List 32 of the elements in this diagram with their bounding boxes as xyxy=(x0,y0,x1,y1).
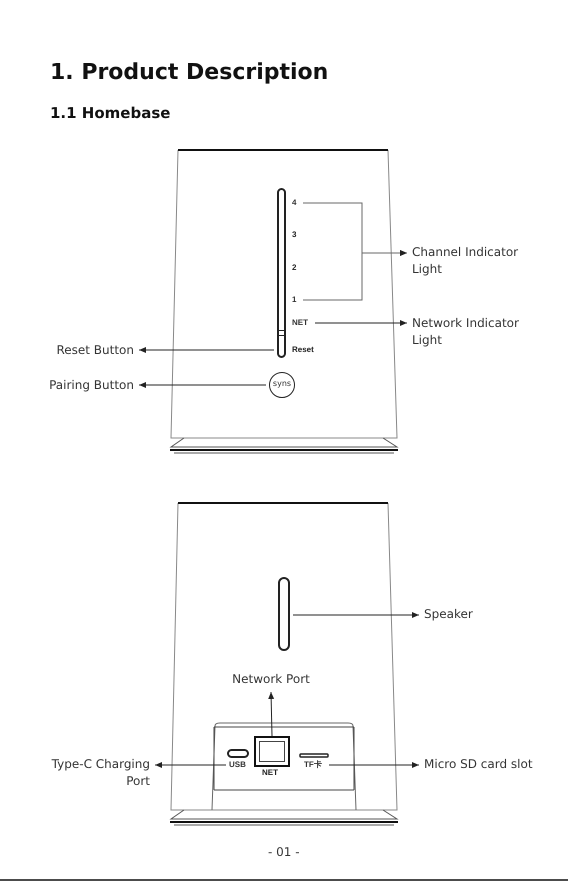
led-number: 1 xyxy=(292,295,300,305)
led-number: 4 xyxy=(292,198,300,208)
callout-label: Pairing Button xyxy=(40,377,134,394)
callout-label: Network Indicator Light xyxy=(412,315,522,351)
port-label: USB xyxy=(229,760,247,770)
arrow xyxy=(292,612,420,618)
speaker-slot xyxy=(278,577,290,651)
light-bar xyxy=(277,188,286,358)
arrow xyxy=(138,347,274,353)
section-heading: 1.1 Homebase xyxy=(50,104,170,122)
led-number: 3 xyxy=(292,230,296,240)
led-number: 2 xyxy=(292,263,296,273)
arrow xyxy=(314,320,408,326)
page-title: 1. Product Description xyxy=(50,60,328,85)
led-label: NET xyxy=(292,318,312,328)
callout-label: Reset Button xyxy=(40,342,134,359)
arrow xyxy=(302,250,408,300)
arrow xyxy=(268,692,274,736)
arrow xyxy=(138,382,266,388)
port-label: TF卡 xyxy=(304,760,326,770)
callout-label: Speaker xyxy=(424,606,494,623)
callout-label: Type-C Charging Port xyxy=(40,756,150,792)
led-label: Reset xyxy=(292,345,314,355)
page-number: - 01 - xyxy=(268,845,300,859)
port-label: NET xyxy=(262,768,278,778)
callout-label: Channel Indicator Light xyxy=(412,244,522,280)
network-port-icon xyxy=(254,736,290,767)
callout-label: Micro SD card slot xyxy=(424,756,534,792)
arrow xyxy=(328,762,420,768)
callout-label: Network Port xyxy=(226,671,316,688)
pairing-button: syns xyxy=(269,372,295,398)
arrow xyxy=(154,762,226,768)
